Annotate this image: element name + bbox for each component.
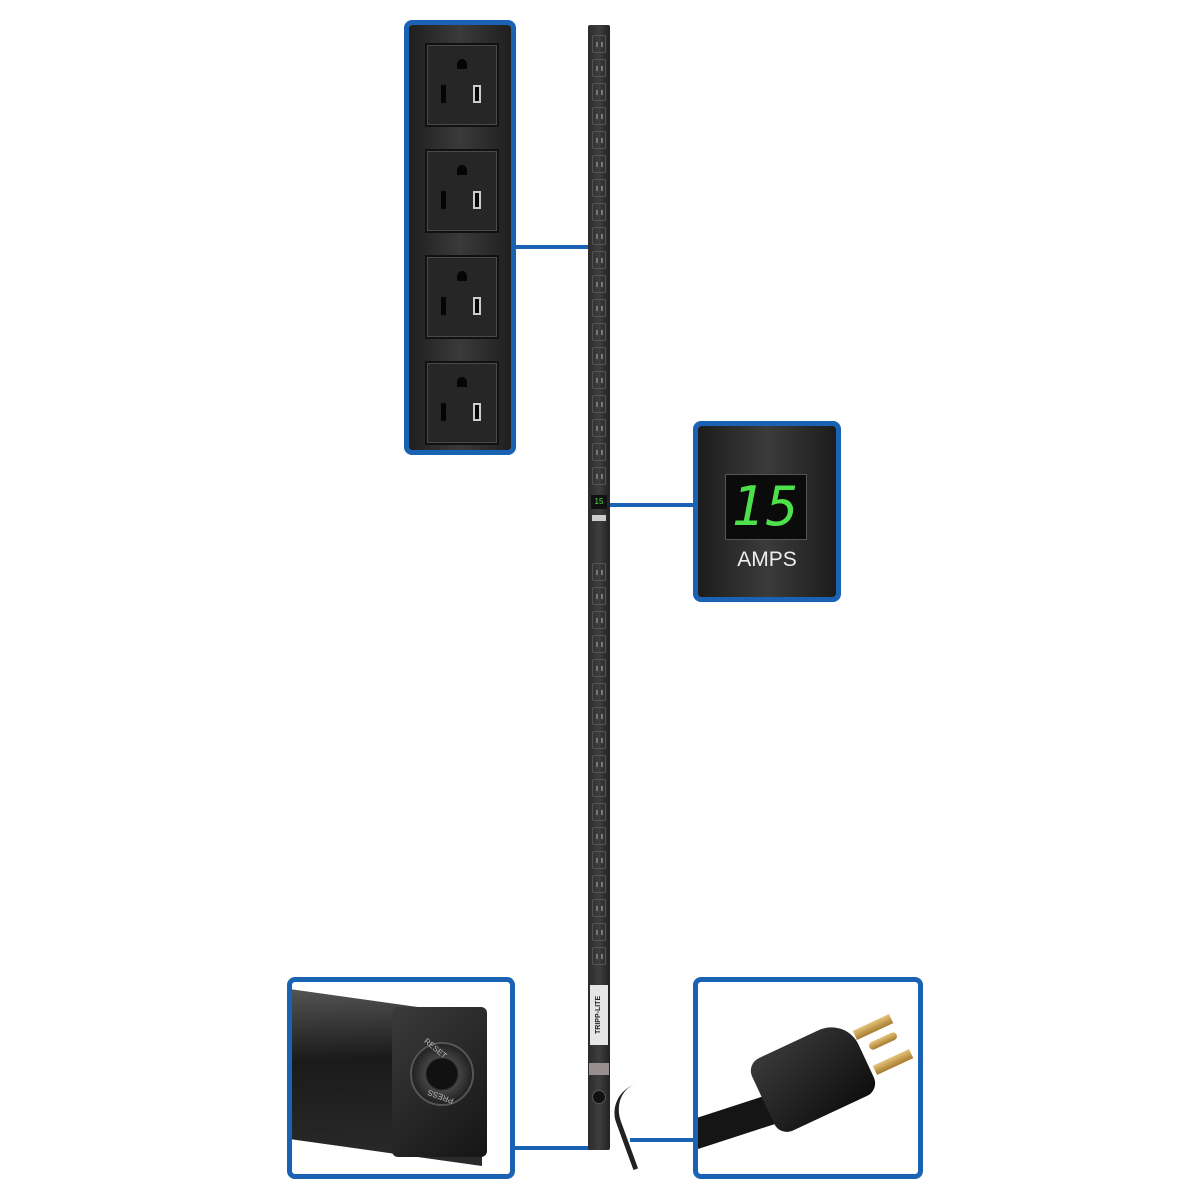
strip-outlet bbox=[592, 299, 606, 317]
strip-outlet bbox=[592, 707, 606, 725]
strip-outlet bbox=[592, 179, 606, 197]
strip-outlet bbox=[592, 371, 606, 389]
strip-outlet bbox=[592, 155, 606, 173]
strip-brand-logo-small bbox=[592, 515, 606, 521]
strip-outlet bbox=[592, 251, 606, 269]
strip-outlet bbox=[592, 227, 606, 245]
strip-outlet bbox=[592, 347, 606, 365]
strip-outlet bbox=[592, 443, 606, 461]
outlet-receptacle bbox=[425, 149, 499, 233]
strip-outlet bbox=[592, 731, 606, 749]
plug-prong-2 bbox=[872, 1049, 914, 1075]
strip-outlet bbox=[592, 131, 606, 149]
outlet-callout-connector bbox=[514, 245, 589, 249]
breaker-callout-connector-h bbox=[512, 1146, 600, 1150]
strip-brand-logo: TRIPP-LITE bbox=[590, 985, 608, 1045]
strip-outlet bbox=[592, 779, 606, 797]
plug-ground-pin bbox=[867, 1031, 899, 1051]
strip-outlet bbox=[592, 923, 606, 941]
strip-outlet bbox=[592, 875, 606, 893]
strip-outlet bbox=[592, 635, 606, 653]
display-callout-connector bbox=[609, 503, 695, 507]
strip-outlet bbox=[592, 611, 606, 629]
reset-button[interactable] bbox=[410, 1042, 474, 1106]
strip-outlet bbox=[592, 275, 606, 293]
strip-outlet bbox=[592, 323, 606, 341]
strip-display: 15 bbox=[591, 495, 607, 509]
strip-outlet bbox=[592, 899, 606, 917]
strip-outlet bbox=[592, 203, 606, 221]
nema-plug-callout bbox=[693, 977, 923, 1179]
strip-outlet bbox=[592, 827, 606, 845]
strip-outlet bbox=[592, 59, 606, 77]
strip-outlet bbox=[592, 395, 606, 413]
pdu-power-strip: 15 TRIPP-LITE bbox=[588, 25, 610, 1150]
strip-outlet bbox=[592, 587, 606, 605]
strip-outlet bbox=[592, 467, 606, 485]
strip-outlet bbox=[592, 35, 606, 53]
outlet-receptacle bbox=[425, 43, 499, 127]
plug-callout-connector bbox=[630, 1138, 695, 1142]
outlet-receptacle bbox=[425, 255, 499, 339]
strip-outlet bbox=[592, 851, 606, 869]
power-cord bbox=[606, 1083, 667, 1171]
cord-entry bbox=[592, 1090, 606, 1104]
outlet-receptacle bbox=[425, 361, 499, 445]
strip-outlet bbox=[592, 683, 606, 701]
strip-outlet bbox=[592, 659, 606, 677]
circuit-breaker-callout: RESET PRESS bbox=[287, 977, 515, 1179]
strip-outlet bbox=[592, 755, 606, 773]
ammeter-display-callout: 15 AMPS bbox=[693, 421, 841, 602]
strip-outlet bbox=[592, 107, 606, 125]
outlet-closeup-callout bbox=[404, 20, 516, 455]
strip-outlet bbox=[592, 803, 606, 821]
strip-outlet bbox=[592, 947, 606, 965]
strip-indicator-window bbox=[589, 1063, 609, 1075]
ammeter-digital-readout: 15 bbox=[725, 474, 807, 540]
strip-outlet bbox=[592, 83, 606, 101]
ammeter-unit-label: AMPS bbox=[737, 548, 797, 571]
strip-outlet bbox=[592, 563, 606, 581]
strip-outlet bbox=[592, 419, 606, 437]
